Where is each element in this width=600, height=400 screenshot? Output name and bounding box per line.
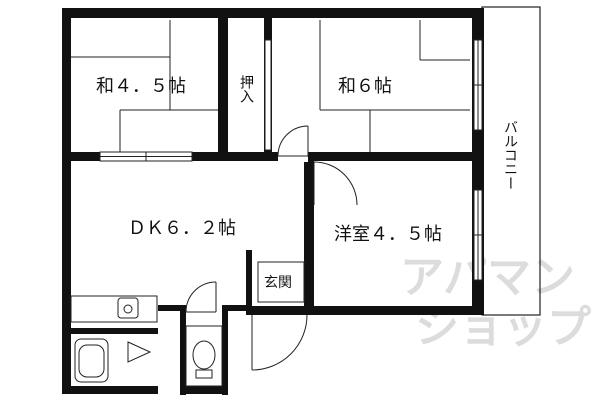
room-label-balcony: バルコニー xyxy=(502,120,518,190)
room-label-genkan: 玄関 xyxy=(264,274,292,291)
room-label-yoshitsu: 洋室４．５帖 xyxy=(334,224,442,245)
room-label-washitsu-b: 和６帖 xyxy=(338,76,392,97)
watermark-line1: アパマン xyxy=(400,252,575,303)
room-label-dk: ＤＫ６．２帖 xyxy=(128,218,236,239)
watermark-logo: アパマン ショップ xyxy=(400,252,591,353)
doors xyxy=(185,125,358,371)
room-label-oshiire: 押入 xyxy=(238,75,254,103)
tatami-lines-b xyxy=(319,20,470,152)
room-label-washitsu-a: 和４．５帖 xyxy=(96,76,186,97)
fixtures xyxy=(70,295,223,387)
tatami-lines-a xyxy=(70,20,218,152)
genkan-box xyxy=(257,261,305,303)
windows xyxy=(99,39,483,281)
